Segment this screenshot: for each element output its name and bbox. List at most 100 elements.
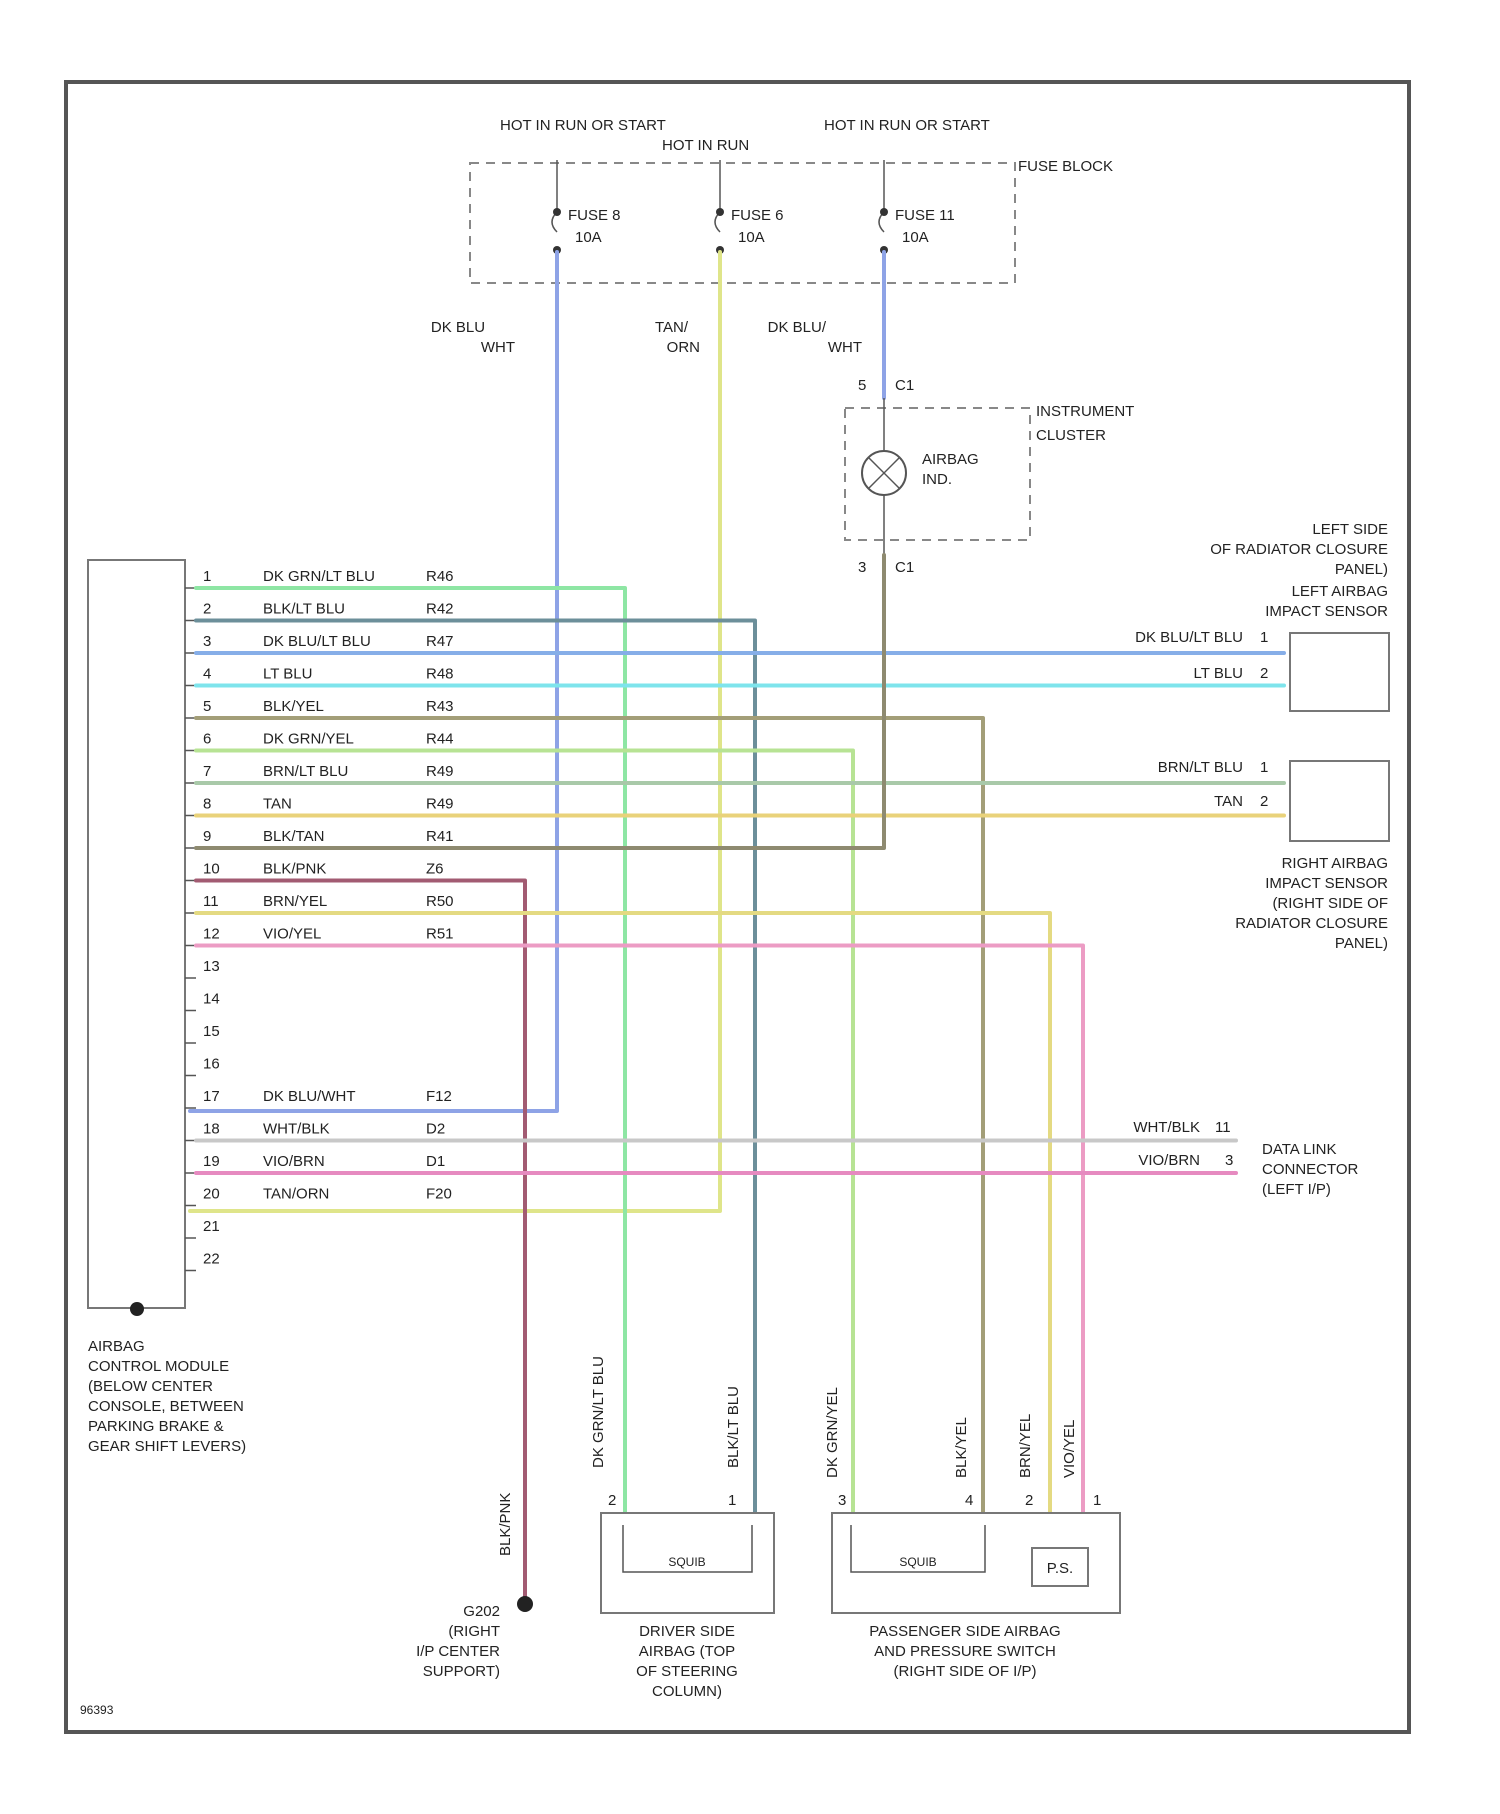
ground-label-c: I/P CENTER <box>416 1643 500 1660</box>
module-pin-circuit: R44 <box>426 731 454 748</box>
left-sensor-location-c: PANEL) <box>1335 561 1388 578</box>
feed-wire-2-color-b: ORN <box>667 339 700 356</box>
cluster-conn-top: C1 <box>895 377 914 394</box>
module-pin-number: 2 <box>203 601 211 618</box>
module-body <box>88 560 185 1308</box>
module-pin-number: 11 <box>203 893 219 910</box>
right-sensor-label-a: RIGHT AIRBAG <box>1282 855 1388 872</box>
fuse-source-2: HOT IN RUN <box>662 137 749 154</box>
left-sensor-wire-1-label: DK BLU/LT BLU <box>1135 629 1243 646</box>
airbag-control-module: AIRBAG CONTROL MODULE (BELOW CENTER CONS… <box>88 560 246 1455</box>
ground-label-a: G202 <box>463 1603 500 1620</box>
driver-wire-2-pin: 1 <box>728 1492 736 1509</box>
module-pin-circuit: R41 <box>426 828 454 845</box>
module-pin-circuit: R51 <box>426 926 454 943</box>
module-pin-wire-color: TAN/ORN <box>263 1186 329 1203</box>
dlc-label-b: CONNECTOR <box>1262 1161 1359 1178</box>
left-sensor-location-a: LEFT SIDE <box>1312 521 1388 538</box>
module-pin-number: 7 <box>203 763 211 780</box>
wire-pin-12 <box>196 946 1083 1517</box>
left-impact-sensor: LEFT SIDE OF RADIATOR CLOSURE PANEL) LEF… <box>1135 521 1389 711</box>
module-pin-circuit: D2 <box>426 1121 445 1138</box>
module-pin-number: 16 <box>203 1056 220 1073</box>
ground-wire-label: BLK/PNK <box>497 1493 514 1556</box>
module-label-6: GEAR SHIFT LEVERS) <box>88 1438 246 1455</box>
left-sensor-body <box>1290 633 1389 711</box>
module-pin-number: 8 <box>203 796 211 813</box>
passenger-side-airbag: SQUIB P.S. DK GRN/YEL 3 BLK/YEL 4 BRN/YE… <box>824 1387 1120 1680</box>
module-pin-wire-color: BRN/YEL <box>263 893 327 910</box>
dlc-wire-1-label: WHT/BLK <box>1133 1119 1200 1136</box>
module-label-2: CONTROL MODULE <box>88 1358 229 1375</box>
fuse-6-name: FUSE 6 <box>731 207 784 224</box>
cluster-conn-bottom: C1 <box>895 559 914 576</box>
fuse-source-3: HOT IN RUN OR START <box>824 117 990 134</box>
module-label-1: AIRBAG <box>88 1338 145 1355</box>
module-pin-number: 20 <box>203 1186 220 1203</box>
dlc-wire-1-pin: 11 <box>1215 1119 1231 1136</box>
module-pin-number: 14 <box>203 991 220 1008</box>
passenger-airbag-squib-label: SQUIB <box>899 1555 936 1569</box>
module-pin-wire-color: VIO/BRN <box>263 1153 325 1170</box>
module-pin-number: 21 <box>203 1218 220 1235</box>
module-pin-circuit: R42 <box>426 601 454 618</box>
right-sensor-wire-1-pin: 1 <box>1260 759 1268 776</box>
dlc-wire-2-pin: 3 <box>1225 1152 1233 1169</box>
module-pin-number: 17 <box>203 1088 220 1105</box>
passenger-wire-2-label: BLK/YEL <box>953 1417 970 1478</box>
fuse-6-terminal <box>716 208 724 216</box>
left-sensor-wire-2-pin: 2 <box>1260 665 1268 682</box>
module-pin-circuit: F12 <box>426 1088 452 1105</box>
fuse-11-name: FUSE 11 <box>895 207 955 224</box>
passenger-wire-2-pin: 4 <box>965 1492 973 1509</box>
instrument-cluster: INSTRUMENT CLUSTER AIRBAG IND. 5 C1 3 C1 <box>845 377 1134 576</box>
passenger-wire-3-pin: 2 <box>1025 1492 1033 1509</box>
ground-symbol-icon <box>517 1596 533 1612</box>
right-sensor-wire-1-label: BRN/LT BLU <box>1158 759 1243 776</box>
module-pin-wire-color: DK GRN/LT BLU <box>263 568 375 585</box>
fuse-block: FUSE BLOCK HOT IN RUN OR START HOT IN RU… <box>470 117 1113 283</box>
dlc-label-c: (LEFT I/P) <box>1262 1181 1331 1198</box>
pressure-switch-label: P.S. <box>1047 1560 1073 1577</box>
module-pin-number: 10 <box>203 861 220 878</box>
module-pin-wire-color: WHT/BLK <box>263 1121 330 1138</box>
left-sensor-wire-2-label: LT BLU <box>1194 665 1243 682</box>
module-pin-number: 15 <box>203 1023 220 1040</box>
ground-label-d: SUPPORT) <box>423 1663 500 1680</box>
left-sensor-name-a: LEFT AIRBAG <box>1292 583 1388 600</box>
module-pin-circuit: R50 <box>426 893 454 910</box>
module-pin-wire-color: BLK/LT BLU <box>263 601 345 618</box>
module-pin-wire-color: BLK/YEL <box>263 698 324 715</box>
right-sensor-wire-2-pin: 2 <box>1260 793 1268 810</box>
passenger-airbag-label-b: AND PRESSURE SWITCH <box>874 1643 1056 1660</box>
feed-wire-2-color-a: TAN/ <box>655 319 689 336</box>
module-pin-wire-color: LT BLU <box>263 666 312 683</box>
driver-airbag-label-c: OF STEERING <box>636 1663 738 1680</box>
right-sensor-wire-2-label: TAN <box>1214 793 1243 810</box>
module-pin-number: 5 <box>203 698 211 715</box>
module-pin-wire-color: BLK/PNK <box>263 861 326 878</box>
fuse-8-terminal <box>553 208 561 216</box>
wire-fuse8-to-pin17 <box>190 252 557 1111</box>
module-pin-circuit: F20 <box>426 1186 452 1203</box>
passenger-airbag-label-a: PASSENGER SIDE AIRBAG <box>869 1623 1060 1640</box>
module-pin-wire-color: DK BLU/LT BLU <box>263 633 371 650</box>
driver-wire-1-label: DK GRN/LT BLU <box>590 1356 607 1468</box>
fuse-source-1: HOT IN RUN OR START <box>500 117 666 134</box>
module-pin-wire-color: VIO/YEL <box>263 926 321 943</box>
driver-side-airbag: SQUIB DK GRN/LT BLU 2 BLK/LT BLU 1 DRIVE… <box>590 1356 774 1700</box>
driver-airbag-label-b: AIRBAG (TOP <box>639 1643 735 1660</box>
module-ground-dot <box>130 1302 144 1316</box>
module-pin-number: 1 <box>203 568 211 585</box>
dlc-label-a: DATA LINK <box>1262 1141 1336 1158</box>
driver-wire-1-pin: 2 <box>608 1492 616 1509</box>
airbag-indicator-label-b: IND. <box>922 471 952 488</box>
module-pin-number: 9 <box>203 828 211 845</box>
module-pin-circuit: Z6 <box>426 861 444 878</box>
wire-pin-10 <box>196 881 525 1597</box>
module-pin-number: 12 <box>203 926 220 943</box>
passenger-wire-4-label: VIO/YEL <box>1061 1420 1078 1478</box>
module-label-3: (BELOW CENTER <box>88 1378 213 1395</box>
module-pin-circuit: R49 <box>426 763 454 780</box>
